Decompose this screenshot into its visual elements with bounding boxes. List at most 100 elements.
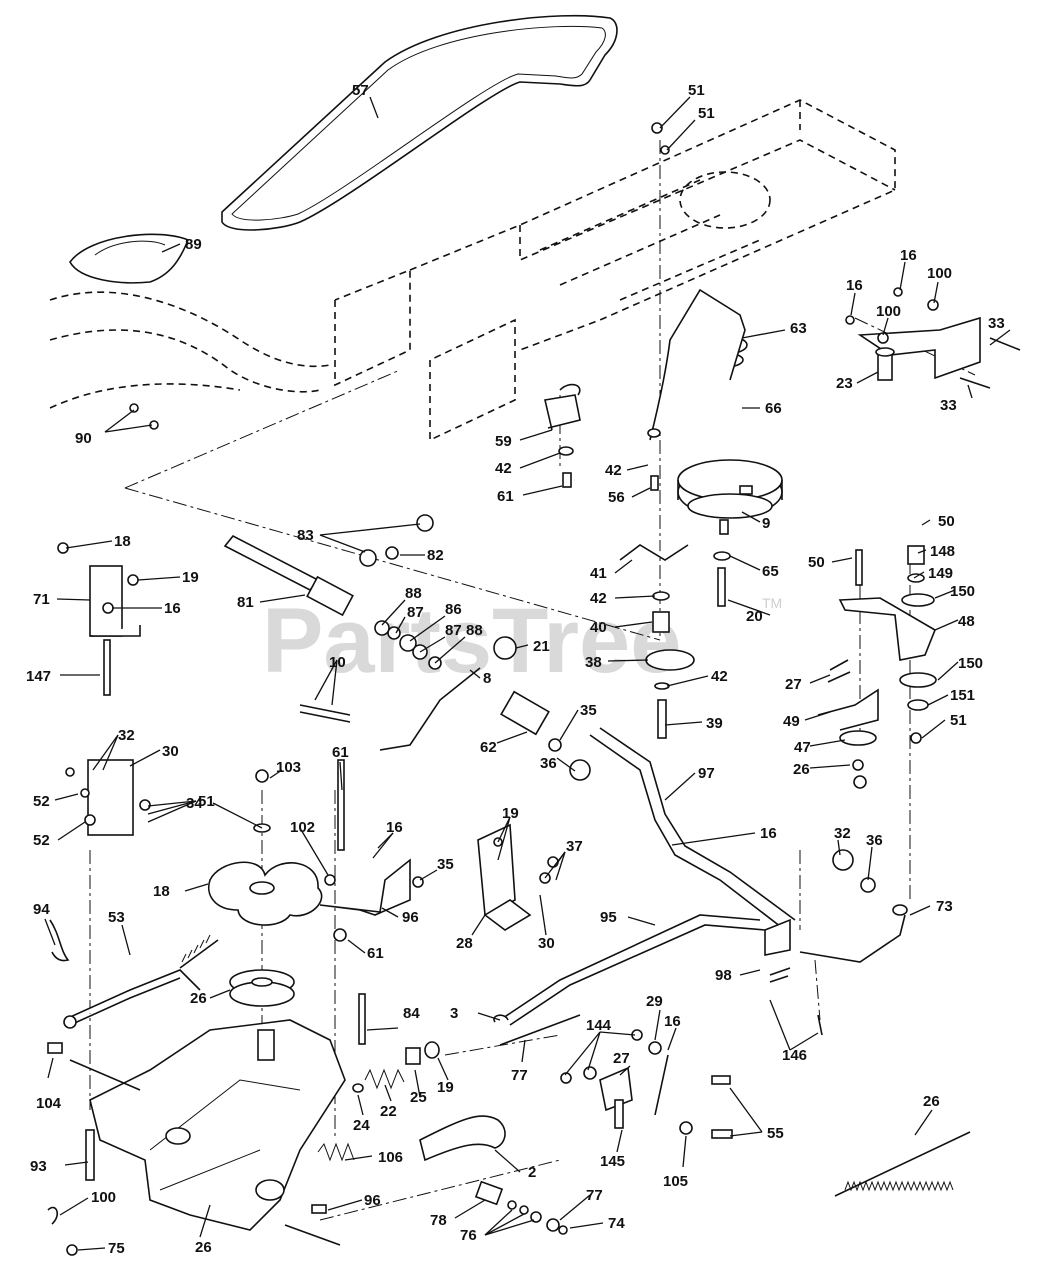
callout-24: 19 bbox=[437, 1079, 454, 1096]
callout-77: 104 bbox=[36, 1095, 62, 1112]
callout-16: 52 bbox=[33, 832, 50, 849]
callout-61: 61 bbox=[497, 488, 514, 505]
callout-62: 62 bbox=[480, 739, 497, 756]
callout-50: 50 bbox=[938, 513, 955, 530]
callout-102: 34 bbox=[186, 795, 203, 812]
callout-146: 84 bbox=[403, 1005, 420, 1022]
callout-26: 75 bbox=[108, 1240, 125, 1257]
callout-55: 26 bbox=[923, 1093, 940, 1110]
hardware-left bbox=[57, 542, 151, 836]
callout-100: 100 bbox=[927, 265, 952, 282]
bracket-73 bbox=[319, 759, 424, 942]
callout-148: 148 bbox=[930, 543, 955, 560]
callout-30: 28 bbox=[456, 935, 473, 952]
callout-52: 51 bbox=[198, 793, 215, 810]
callout-51: 51 bbox=[698, 105, 715, 122]
callout-27: 146 bbox=[782, 1047, 807, 1064]
callout-27: 27 bbox=[785, 676, 802, 693]
callout-89: 89 bbox=[185, 236, 202, 253]
fan-94 bbox=[208, 769, 323, 926]
callout-96: 94 bbox=[33, 901, 50, 918]
small-hardware bbox=[49, 122, 939, 1036]
callout-151: 151 bbox=[950, 687, 975, 704]
callout-21: 21 bbox=[533, 638, 550, 655]
watermark-tm: TM bbox=[762, 595, 782, 611]
lift-rod-8 bbox=[299, 667, 481, 751]
callout-33: 33 bbox=[988, 315, 1005, 332]
callout-10: 10 bbox=[329, 654, 346, 671]
bracket-30-right bbox=[477, 823, 559, 931]
callout-1: 26 bbox=[195, 1239, 212, 1256]
callout-95: 53 bbox=[108, 909, 125, 926]
bushings-74-76 bbox=[47, 1180, 568, 1256]
callout-8: 8 bbox=[483, 670, 491, 687]
callout-87: 87 bbox=[445, 622, 462, 639]
callout-82: 82 bbox=[427, 547, 444, 564]
callout-36: 36 bbox=[540, 755, 557, 772]
callout-23: 23 bbox=[836, 375, 853, 392]
callout-36: 32 bbox=[834, 825, 851, 842]
callout-57: 57 bbox=[352, 82, 369, 99]
callout-28: 95 bbox=[600, 909, 617, 926]
callout-97: 61 bbox=[332, 744, 349, 761]
callout-145: 93 bbox=[30, 1158, 47, 1175]
callout-49: 49 bbox=[783, 713, 800, 730]
callout-51: 51 bbox=[688, 82, 705, 99]
callout-84: 16 bbox=[664, 1013, 681, 1030]
callout-150: 150 bbox=[950, 583, 975, 600]
callout-48: 48 bbox=[958, 613, 975, 630]
reference-lines bbox=[89, 140, 976, 1221]
callout-40: 40 bbox=[590, 619, 607, 636]
callout-52: 19 bbox=[502, 805, 519, 822]
callout-16: 16 bbox=[846, 277, 863, 294]
callout-22: 77 bbox=[511, 1067, 528, 1084]
callout-42: 42 bbox=[711, 668, 728, 685]
springs bbox=[317, 993, 506, 1162]
frame-dashed bbox=[334, 99, 896, 442]
callout-76: 74 bbox=[608, 1215, 625, 1232]
callout-106: 55 bbox=[767, 1125, 784, 1142]
pulley-3 bbox=[229, 969, 295, 1007]
callout-32: 37 bbox=[566, 838, 583, 855]
idler-stack bbox=[619, 544, 731, 739]
callout-81: 81 bbox=[237, 594, 254, 611]
callout-26: 26 bbox=[793, 761, 810, 778]
callout-2: 106 bbox=[378, 1149, 403, 1166]
leader-lines bbox=[44, 96, 1011, 1251]
linkage-104 bbox=[560, 1029, 733, 1139]
callout-34: 97 bbox=[698, 765, 715, 782]
bracket-23 bbox=[857, 316, 1021, 389]
callout-19: 16 bbox=[386, 819, 403, 836]
callout-30: 30 bbox=[162, 743, 179, 760]
callout-39: 39 bbox=[706, 715, 723, 732]
shaft-81 bbox=[223, 514, 517, 670]
callout-35: 35 bbox=[580, 702, 597, 719]
callout-16: 144 bbox=[586, 1017, 612, 1034]
callout-16: 102 bbox=[290, 819, 315, 836]
callout-104: 27 bbox=[613, 1050, 630, 1067]
callout-144: 29 bbox=[646, 993, 663, 1010]
transaxle-1 bbox=[47, 1019, 346, 1246]
axle-34 bbox=[500, 690, 906, 963]
callout-61: 30 bbox=[538, 935, 555, 952]
callout-73: 96 bbox=[402, 909, 419, 926]
callout-147: 147 bbox=[26, 668, 51, 685]
callout-25: 22 bbox=[380, 1103, 397, 1120]
callout-16: 16 bbox=[164, 600, 181, 617]
callout-53: 73 bbox=[936, 898, 953, 915]
callout-42: 42 bbox=[605, 462, 622, 479]
lever-95 bbox=[63, 934, 219, 1029]
seat-area bbox=[49, 233, 331, 409]
callout-9: 9 bbox=[762, 515, 770, 532]
callout-20: 20 bbox=[746, 608, 763, 625]
callout-150: 150 bbox=[958, 655, 983, 672]
callout-93: 2 bbox=[528, 1164, 536, 1181]
callout-103: 103 bbox=[276, 759, 301, 776]
callout-19: 25 bbox=[410, 1089, 427, 1106]
callout-65: 65 bbox=[762, 563, 779, 580]
callout-149: 149 bbox=[928, 565, 953, 582]
callout-47: 47 bbox=[794, 739, 811, 756]
belt-guide-59 bbox=[544, 383, 581, 488]
callout-19: 19 bbox=[182, 569, 199, 586]
